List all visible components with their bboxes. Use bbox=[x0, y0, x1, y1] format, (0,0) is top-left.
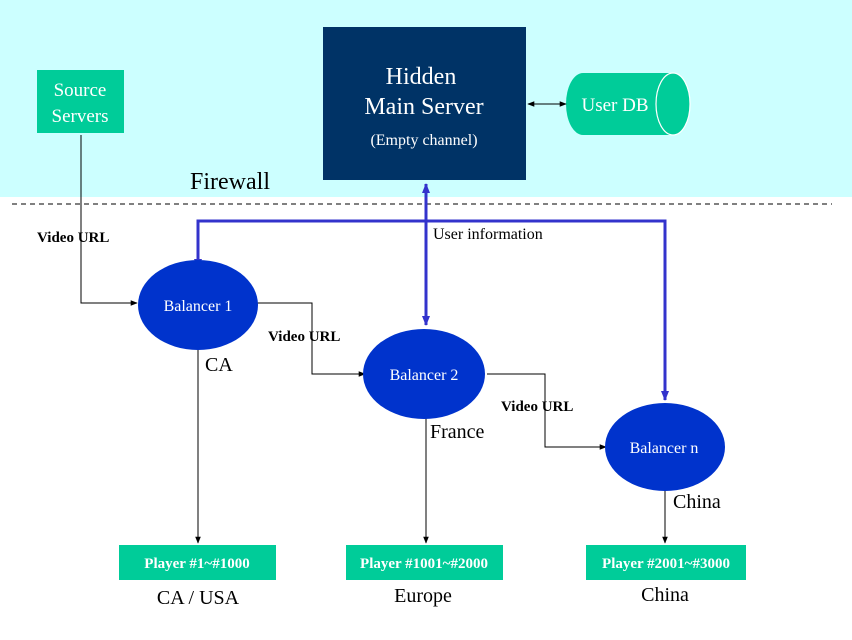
source-servers-label-line2: Servers bbox=[52, 106, 109, 127]
balancer-n-label: Balancer n bbox=[630, 440, 699, 457]
source-servers-label-line1: Source bbox=[54, 80, 107, 101]
player-group-3-box bbox=[586, 545, 746, 580]
main-server-title-line2: Main Server bbox=[364, 94, 483, 120]
balancer-2-region: France bbox=[430, 421, 485, 443]
main-server-title-line1: Hidden bbox=[386, 64, 457, 90]
player-group-1-box bbox=[119, 545, 276, 580]
player-group-3-region: China bbox=[641, 584, 689, 606]
player-group-2-box bbox=[346, 545, 503, 580]
balancer-1-node bbox=[138, 260, 258, 350]
balancer-1-label: Balancer 1 bbox=[164, 298, 233, 315]
user-db-cylinder bbox=[566, 72, 691, 136]
player-links bbox=[195, 348, 668, 544]
main-server-box bbox=[323, 27, 526, 180]
video-url-label-2: Video URL bbox=[268, 329, 340, 345]
player-group-3-label: Player #2001~#3000 bbox=[602, 556, 730, 572]
player-group-1-region: CA / USA bbox=[157, 587, 240, 609]
video-url-label-1: Video URL bbox=[37, 230, 109, 246]
main-server-subtitle: (Empty channel) bbox=[370, 132, 477, 149]
balancer-n-node bbox=[605, 403, 725, 491]
player-group-2-label: Player #1001~#2000 bbox=[360, 556, 488, 572]
player-group-2-region: Europe bbox=[394, 585, 452, 607]
player-group-1-label: Player #1~#1000 bbox=[144, 556, 249, 572]
balancer-2-label: Balancer 2 bbox=[390, 367, 459, 384]
balancer-n-region: China bbox=[673, 491, 721, 513]
balancer-2-node bbox=[363, 329, 485, 419]
video-url-paths bbox=[80, 135, 607, 450]
user-info-links bbox=[194, 183, 669, 401]
user-information-label: User information bbox=[433, 226, 543, 243]
video-url-label-3: Video URL bbox=[501, 399, 573, 415]
firewall-label: Firewall bbox=[190, 169, 270, 195]
user-db-label: User DB bbox=[581, 95, 648, 116]
source-servers-box bbox=[37, 70, 124, 133]
balancer-1-region: CA bbox=[205, 354, 233, 376]
